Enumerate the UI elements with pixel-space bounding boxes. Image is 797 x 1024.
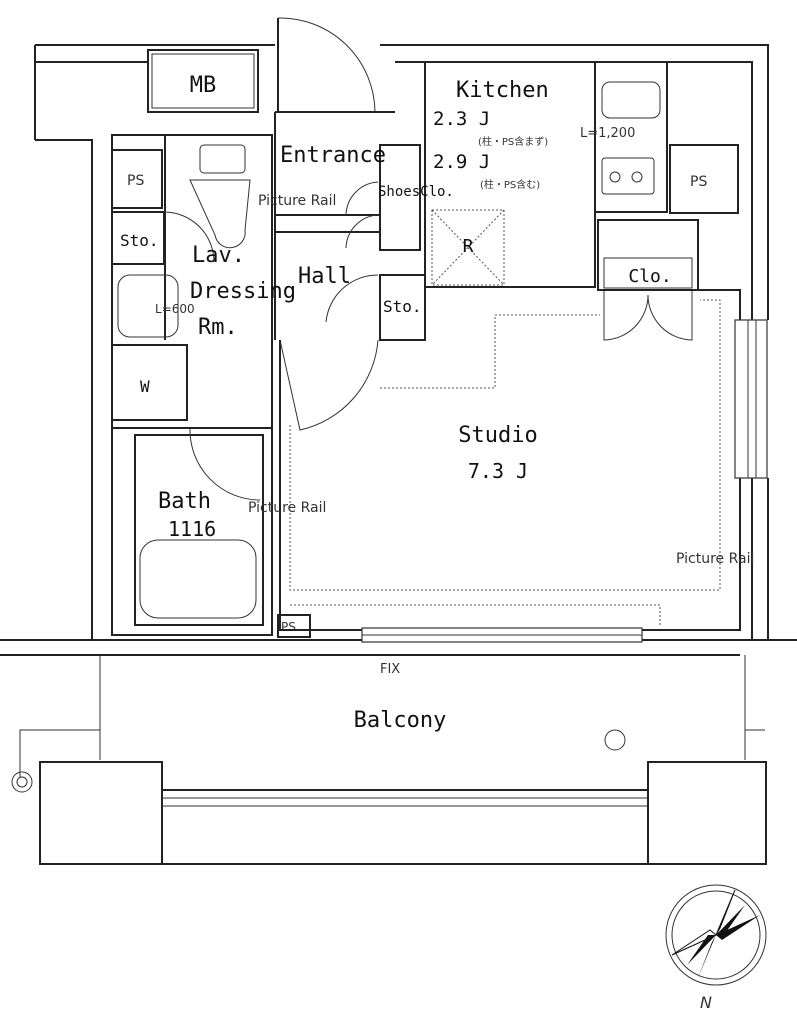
- kitchen-label: Kitchen: [456, 78, 549, 103]
- counter-length: L=1,200: [580, 126, 635, 141]
- entrance-hall: Entrance ShoesClo. Hall Sto.: [274, 112, 454, 431]
- lavatory-dressing: Sto. L=600 W Lav. Dressing Rm. Picture R…: [111, 134, 336, 636]
- fix-window: FIX: [361, 627, 643, 677]
- bath-size: 1116: [168, 517, 216, 541]
- kitchen-area-1: 2.3 J: [433, 108, 490, 130]
- lavatory-label: Lav.: [192, 243, 245, 268]
- washer-label: W: [140, 377, 150, 396]
- entrance-door: [275, 17, 395, 113]
- bath: Bath 1116 Picture Rail: [112, 427, 326, 626]
- studio-label: Studio: [458, 423, 537, 448]
- mb-label: MB: [190, 73, 217, 98]
- balcony: Balcony: [11, 655, 767, 865]
- ps-bottom-label: PS: [281, 620, 296, 634]
- kitchen-note-1: (柱・PS含まず): [478, 135, 548, 148]
- refrigerator: R: [431, 209, 505, 286]
- bath-label: Bath: [158, 489, 211, 514]
- shoes-closet-label: ShoesClo.: [378, 184, 454, 200]
- picture-rail-2: Picture Rail: [248, 500, 326, 516]
- ps-left: PS: [111, 149, 163, 209]
- mb-room: MB: [147, 49, 259, 113]
- dressing-label: Dressing: [190, 279, 296, 304]
- closet-label: Clo.: [628, 266, 671, 287]
- kitchen-area-2: 2.9 J: [433, 151, 490, 173]
- balcony-label: Balcony: [354, 708, 447, 733]
- hall-label: Hall: [298, 264, 351, 289]
- ps-right: PS: [669, 144, 739, 214]
- vanity-length: L=600: [155, 302, 195, 316]
- picture-rail-3: Picture Rail: [676, 551, 754, 567]
- kitchen-area: Kitchen 2.3 J (柱・PS含まず) 2.9 J (柱・PS含む) L…: [424, 61, 668, 288]
- compass-rose-icon: N: [665, 884, 767, 1012]
- refrigerator-label: R: [463, 236, 474, 257]
- hall-storage-label: Sto.: [383, 297, 422, 316]
- ps-bottom: PS: [277, 614, 311, 638]
- ps-right-label: PS: [690, 174, 707, 190]
- dressing-rm-label: Rm.: [198, 315, 238, 340]
- right-window: [734, 319, 768, 479]
- picture-rail-1: Picture Rail: [258, 193, 336, 209]
- studio-area: 7.3 J: [468, 459, 528, 483]
- entrance-label: Entrance: [280, 143, 386, 168]
- kitchen-note-2: (柱・PS含む): [480, 178, 540, 191]
- fix-window-label: FIX: [380, 662, 400, 677]
- studio: Studio 7.3 J Picture Rail: [279, 289, 754, 631]
- closet: Clo.: [597, 219, 699, 341]
- left-storage-label: Sto.: [120, 231, 159, 250]
- ps-left-label: PS: [127, 173, 144, 189]
- compass-north-label: N: [700, 993, 712, 1012]
